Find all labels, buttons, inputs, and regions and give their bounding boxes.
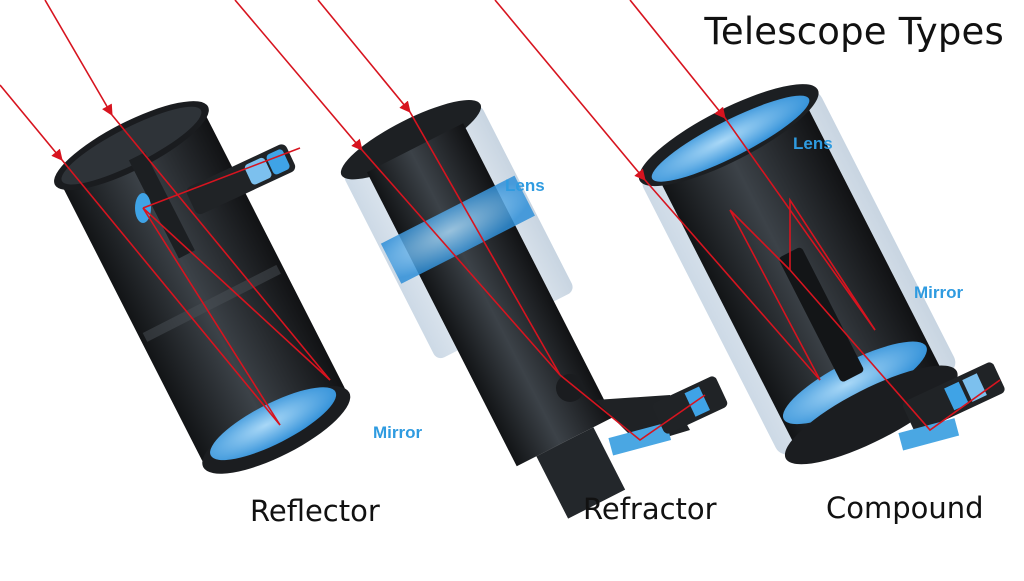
- refractor-caption: Refractor: [583, 492, 717, 526]
- refractor-lens-label: Lens: [505, 176, 545, 195]
- reflector-telescope: [54, 101, 351, 474]
- compound-corrector-lens: [651, 95, 810, 182]
- reflector-tube: [62, 110, 346, 466]
- light-rays: [0, 0, 1001, 441]
- reflector-mirror-label: Mirror: [373, 423, 423, 442]
- compound-lens-label: Lens: [793, 134, 833, 153]
- reflector-caption: Reflector: [250, 494, 380, 528]
- refractor-telescope: [340, 100, 728, 519]
- compound-primary-mirror: [782, 341, 927, 425]
- compound-caption: Compound: [826, 491, 984, 525]
- page-title: Telescope Types: [704, 10, 1004, 53]
- refractor-lens: [380, 175, 535, 284]
- refractor-aperture: [340, 100, 482, 180]
- compound-mirror-label: Mirror: [914, 283, 964, 302]
- reflector-primary-mirror: [210, 387, 337, 461]
- reflector-eyepiece: [186, 144, 296, 215]
